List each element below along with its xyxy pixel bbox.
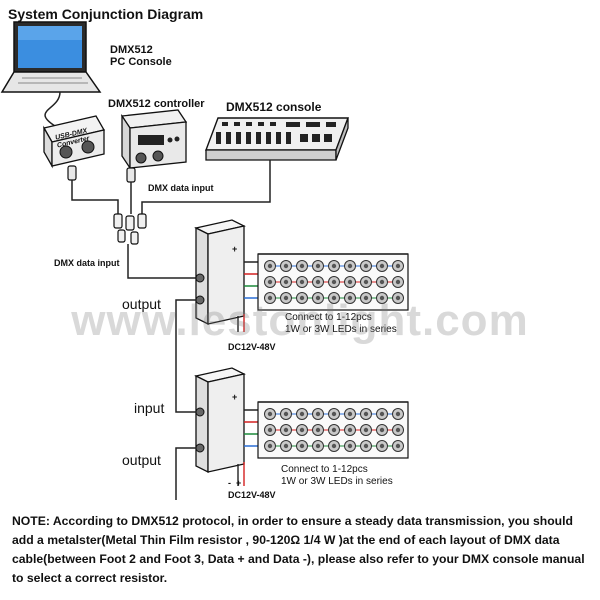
pc-console-line2: PC Console: [110, 56, 172, 68]
board2-led-core: [299, 427, 305, 433]
board1-led-core: [283, 263, 289, 269]
usb-dmx-converter: [43, 115, 105, 169]
board1-led-core: [395, 263, 401, 269]
board1-led-core: [363, 295, 369, 301]
board2-led-core: [379, 427, 385, 433]
led-note-2-line1: Connect to 1-12pcs: [281, 464, 368, 475]
board1-led-core: [283, 295, 289, 301]
led-note-1-line1: Connect to 1-12pcs: [285, 312, 372, 323]
board2-led-core: [379, 411, 385, 417]
board2-led-core: [363, 411, 369, 417]
board2-led-core: [331, 443, 337, 449]
board2-led-core: [395, 427, 401, 433]
dmx-decoder-2: [194, 367, 246, 474]
board1-led-core: [299, 295, 305, 301]
board1-led-core: [379, 279, 385, 285]
decoder2-output-label: output: [122, 452, 161, 468]
board1-led-core: [267, 263, 273, 269]
pc-console-line1: DMX512: [110, 44, 153, 56]
note-text: NOTE: According to DMX512 protocol, in o…: [12, 514, 585, 585]
board1-led-core: [283, 279, 289, 285]
board2-led-core: [299, 443, 305, 449]
board1-led-core: [267, 295, 273, 301]
board2-led-core: [331, 427, 337, 433]
board2-led-core: [283, 443, 289, 449]
board1-led-core: [331, 279, 337, 285]
pc-console-label: DMX512 PC Console: [110, 44, 172, 68]
board1-led-core: [331, 295, 337, 301]
board2-led-core: [283, 411, 289, 417]
decoder1-plus: +: [232, 244, 238, 254]
controller-label: DMX512 controller: [108, 98, 205, 110]
dmx-decoder-1: [194, 219, 246, 326]
board2-led-core: [299, 411, 305, 417]
xlr-plug-icons: [67, 165, 136, 183]
board1-led-core: [331, 263, 337, 269]
board1-led-core: [299, 263, 305, 269]
decoder1-output-label: output: [122, 296, 161, 312]
decoder2-plus: +: [232, 392, 238, 402]
board1-led-core: [395, 295, 401, 301]
board1-led-core: [315, 279, 321, 285]
decoder2-power-label: DC12V-48V: [228, 490, 276, 500]
board1-led-core: [315, 295, 321, 301]
board1-led-core: [299, 279, 305, 285]
board2-led-core: [283, 427, 289, 433]
board1-led-core: [379, 263, 385, 269]
led-note-2: Connect to 1-12pcs 1W or 3W LEDs in seri…: [281, 464, 393, 488]
plug-cluster-icon: [113, 213, 147, 245]
led-note-1: Connect to 1-12pcs 1W or 3W LEDs in seri…: [285, 312, 397, 336]
board1-led-core: [363, 279, 369, 285]
led-note-1-line2: 1W or 3W LEDs in series: [285, 324, 397, 335]
board2-led-core: [331, 411, 337, 417]
board2-led-core: [267, 411, 273, 417]
decoder2-plus-bottom: +: [236, 478, 242, 488]
board2-led-core: [347, 443, 353, 449]
board2-led-core: [267, 427, 273, 433]
led-note-2-line2: 1W or 3W LEDs in series: [281, 476, 393, 487]
board1-led-core: [395, 279, 401, 285]
board2-led-core: [363, 443, 369, 449]
decoder2-input-label: input: [134, 400, 165, 416]
board1-led-core: [363, 263, 369, 269]
dmx512-controller: [120, 109, 188, 171]
board2-led-core: [395, 443, 401, 449]
board2-led-core: [347, 427, 353, 433]
board1-led-core: [347, 279, 353, 285]
laptop-icon: [0, 21, 102, 93]
dmx-data-input-left: DMX data input: [54, 258, 120, 268]
board2-led-core: [363, 427, 369, 433]
decoder2-minus: -: [228, 478, 231, 488]
board1-led-core: [315, 263, 321, 269]
board2-led-core: [315, 427, 321, 433]
board2-led-core: [395, 411, 401, 417]
board1-led-core: [347, 295, 353, 301]
dmx-data-input-top: DMX data input: [148, 183, 214, 193]
board2-led-core: [379, 443, 385, 449]
dmx512-console: [204, 117, 350, 161]
console-label: DMX512 console: [226, 100, 322, 114]
board1-led-core: [379, 295, 385, 301]
board2-led-core: [315, 411, 321, 417]
board1-led-core: [347, 263, 353, 269]
board2-led-core: [347, 411, 353, 417]
board1-led-core: [267, 279, 273, 285]
board2-led-core: [267, 443, 273, 449]
board2-led-core: [315, 443, 321, 449]
decoder1-power-label: DC12V-48V: [228, 342, 276, 352]
diagram-title: System Conjunction Diagram: [8, 6, 204, 22]
